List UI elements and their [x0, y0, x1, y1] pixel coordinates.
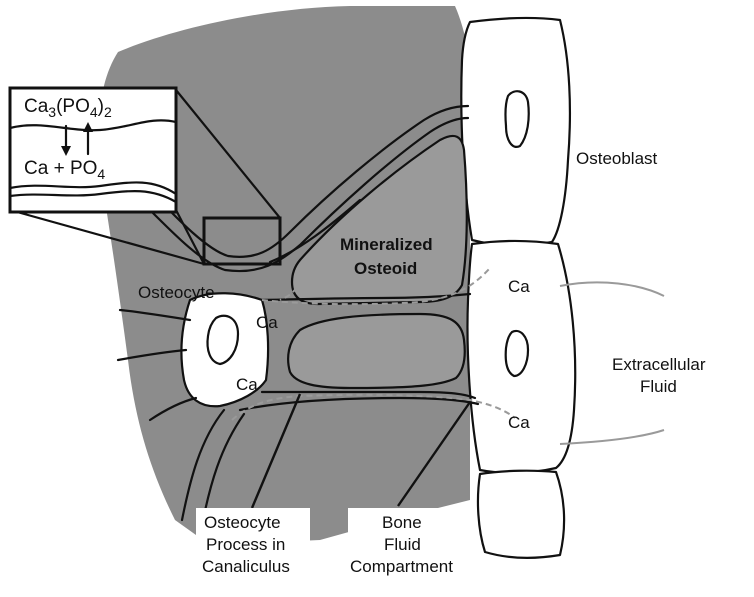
inset-zoom-line-bottom — [174, 208, 206, 266]
label-osteoblast: Osteoblast — [576, 149, 658, 168]
inset-arrow-down-head — [61, 146, 71, 156]
osteocyte-process-bottom — [238, 396, 480, 412]
bone-matrix — [98, 6, 472, 545]
osteoblast-nucleus-top — [504, 90, 530, 148]
inset-formula-top: Ca3(PO4)2 — [24, 96, 112, 120]
calcium-flow-lower — [231, 393, 516, 421]
mineralized-osteoid-middle — [287, 312, 466, 390]
label-ca-upper-right: Ca — [508, 277, 530, 296]
inset-source-box — [202, 216, 282, 266]
osteocyte-process-left-lower — [148, 396, 198, 422]
label-bg-bone-fluid — [348, 508, 462, 580]
calcium-flow-extracellular-upper — [559, 281, 665, 297]
calcium-flow-upper-curve — [279, 277, 301, 301]
label-bg-process — [196, 508, 310, 580]
osteoblast-cell-bottom — [476, 469, 566, 559]
calcium-flow-extracellular-lower — [559, 429, 665, 445]
label-mineralized-osteoid-2: Osteoid — [354, 259, 417, 278]
osteocyte-nucleus — [206, 314, 240, 366]
pointer-bone-fluid — [397, 401, 471, 507]
label-bone-fluid-2: Fluid — [384, 535, 421, 554]
label-bone-fluid-1: Bone — [382, 513, 422, 532]
canaliculus-upper-band-inner — [148, 104, 470, 258]
label-osteocyte: Osteocyte — [138, 283, 215, 302]
pointer-osteocyte-process — [250, 393, 302, 509]
label-bone-fluid-3: Compartment — [350, 557, 453, 576]
label-process-3: Canaliculus — [202, 557, 290, 576]
inset-zoom-line-left — [8, 208, 206, 266]
label-extracellular-fluid-1: Extracellular — [612, 355, 706, 374]
label-process-2: Process in — [206, 535, 285, 554]
osteocyte-process-left-mid — [116, 348, 188, 362]
inset-formula-bottom: Ca + PO4 — [24, 158, 105, 182]
osteocyte-process-lower — [260, 390, 477, 400]
inset-arrow-up-head — [83, 122, 93, 132]
label-process-1: Osteocyte — [204, 513, 281, 532]
label-ca-lower-right: Ca — [508, 413, 530, 432]
inset-wave-lower-2 — [8, 189, 178, 204]
inset-wave-upper — [8, 119, 178, 132]
osteoblast-nucleus-middle — [504, 329, 530, 378]
osteocyte-process-left-upper — [118, 308, 192, 322]
inset-zoom-line-top — [174, 88, 282, 220]
label-extracellular-fluid-2: Fluid — [640, 377, 677, 396]
label-ca-middle-left: Ca — [256, 313, 278, 332]
mineralized-osteoid-upper — [290, 134, 468, 306]
calcium-flow-upper — [261, 267, 491, 306]
osteocyte-process-bottom-left — [180, 408, 226, 522]
inset-wave-lower — [8, 181, 178, 196]
label-mineralized-osteoid-1: Mineralized — [340, 235, 433, 254]
label-ca-lower-left: Ca — [236, 375, 258, 394]
